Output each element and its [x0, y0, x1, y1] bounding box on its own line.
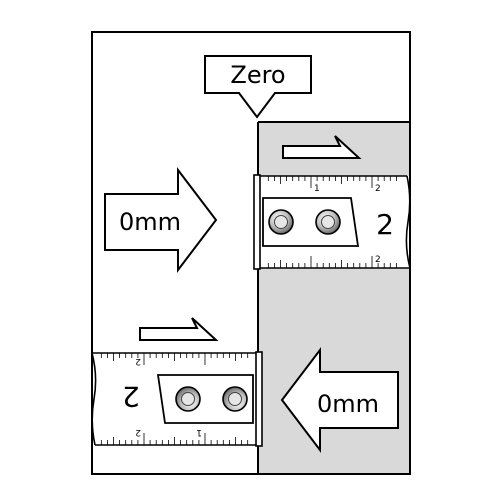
tape-blade-upper: 1 2 2 2 [253, 174, 411, 270]
arrow-right-icon [104, 167, 218, 273]
tape-cm-label: 1 [196, 427, 202, 437]
frame-border [91, 31, 411, 475]
tape-big-cm-label: 2 [122, 380, 140, 413]
tape-cm-label: 2 [135, 427, 141, 437]
tape-cm-label: 1 [314, 184, 320, 194]
callout-box [204, 55, 312, 119]
tape-hook-end [253, 174, 261, 270]
tape-cm-label: 2 [375, 255, 381, 265]
tape-cm-label: 2 [135, 356, 141, 366]
rivet-center-icon [181, 392, 195, 406]
tape-hook-end [255, 351, 263, 447]
rivet-center-icon [228, 392, 242, 406]
hook-plate [156, 374, 254, 424]
tape-cm-label: 2 [375, 184, 381, 194]
arrow-right-push: 0mm [104, 167, 218, 273]
arrow-left-icon [280, 347, 399, 453]
tape-big-cm-label: 2 [376, 208, 394, 241]
small-arrow-right-icon [282, 135, 362, 159]
arrow-right-label: 0mm [119, 208, 181, 236]
tape-blade-lower: 1 2 2 2 [91, 351, 263, 447]
rivet-center-icon [321, 215, 335, 229]
arrow-left-label: 0mm [317, 390, 379, 418]
callout-label: Zero [230, 61, 285, 89]
small-arrow-right-icon [139, 317, 219, 341]
rivet-center-icon [274, 215, 288, 229]
hook-plate [262, 197, 360, 247]
arrow-left-pull: 0mm [280, 347, 399, 453]
zero-callout: Zero [204, 55, 312, 119]
